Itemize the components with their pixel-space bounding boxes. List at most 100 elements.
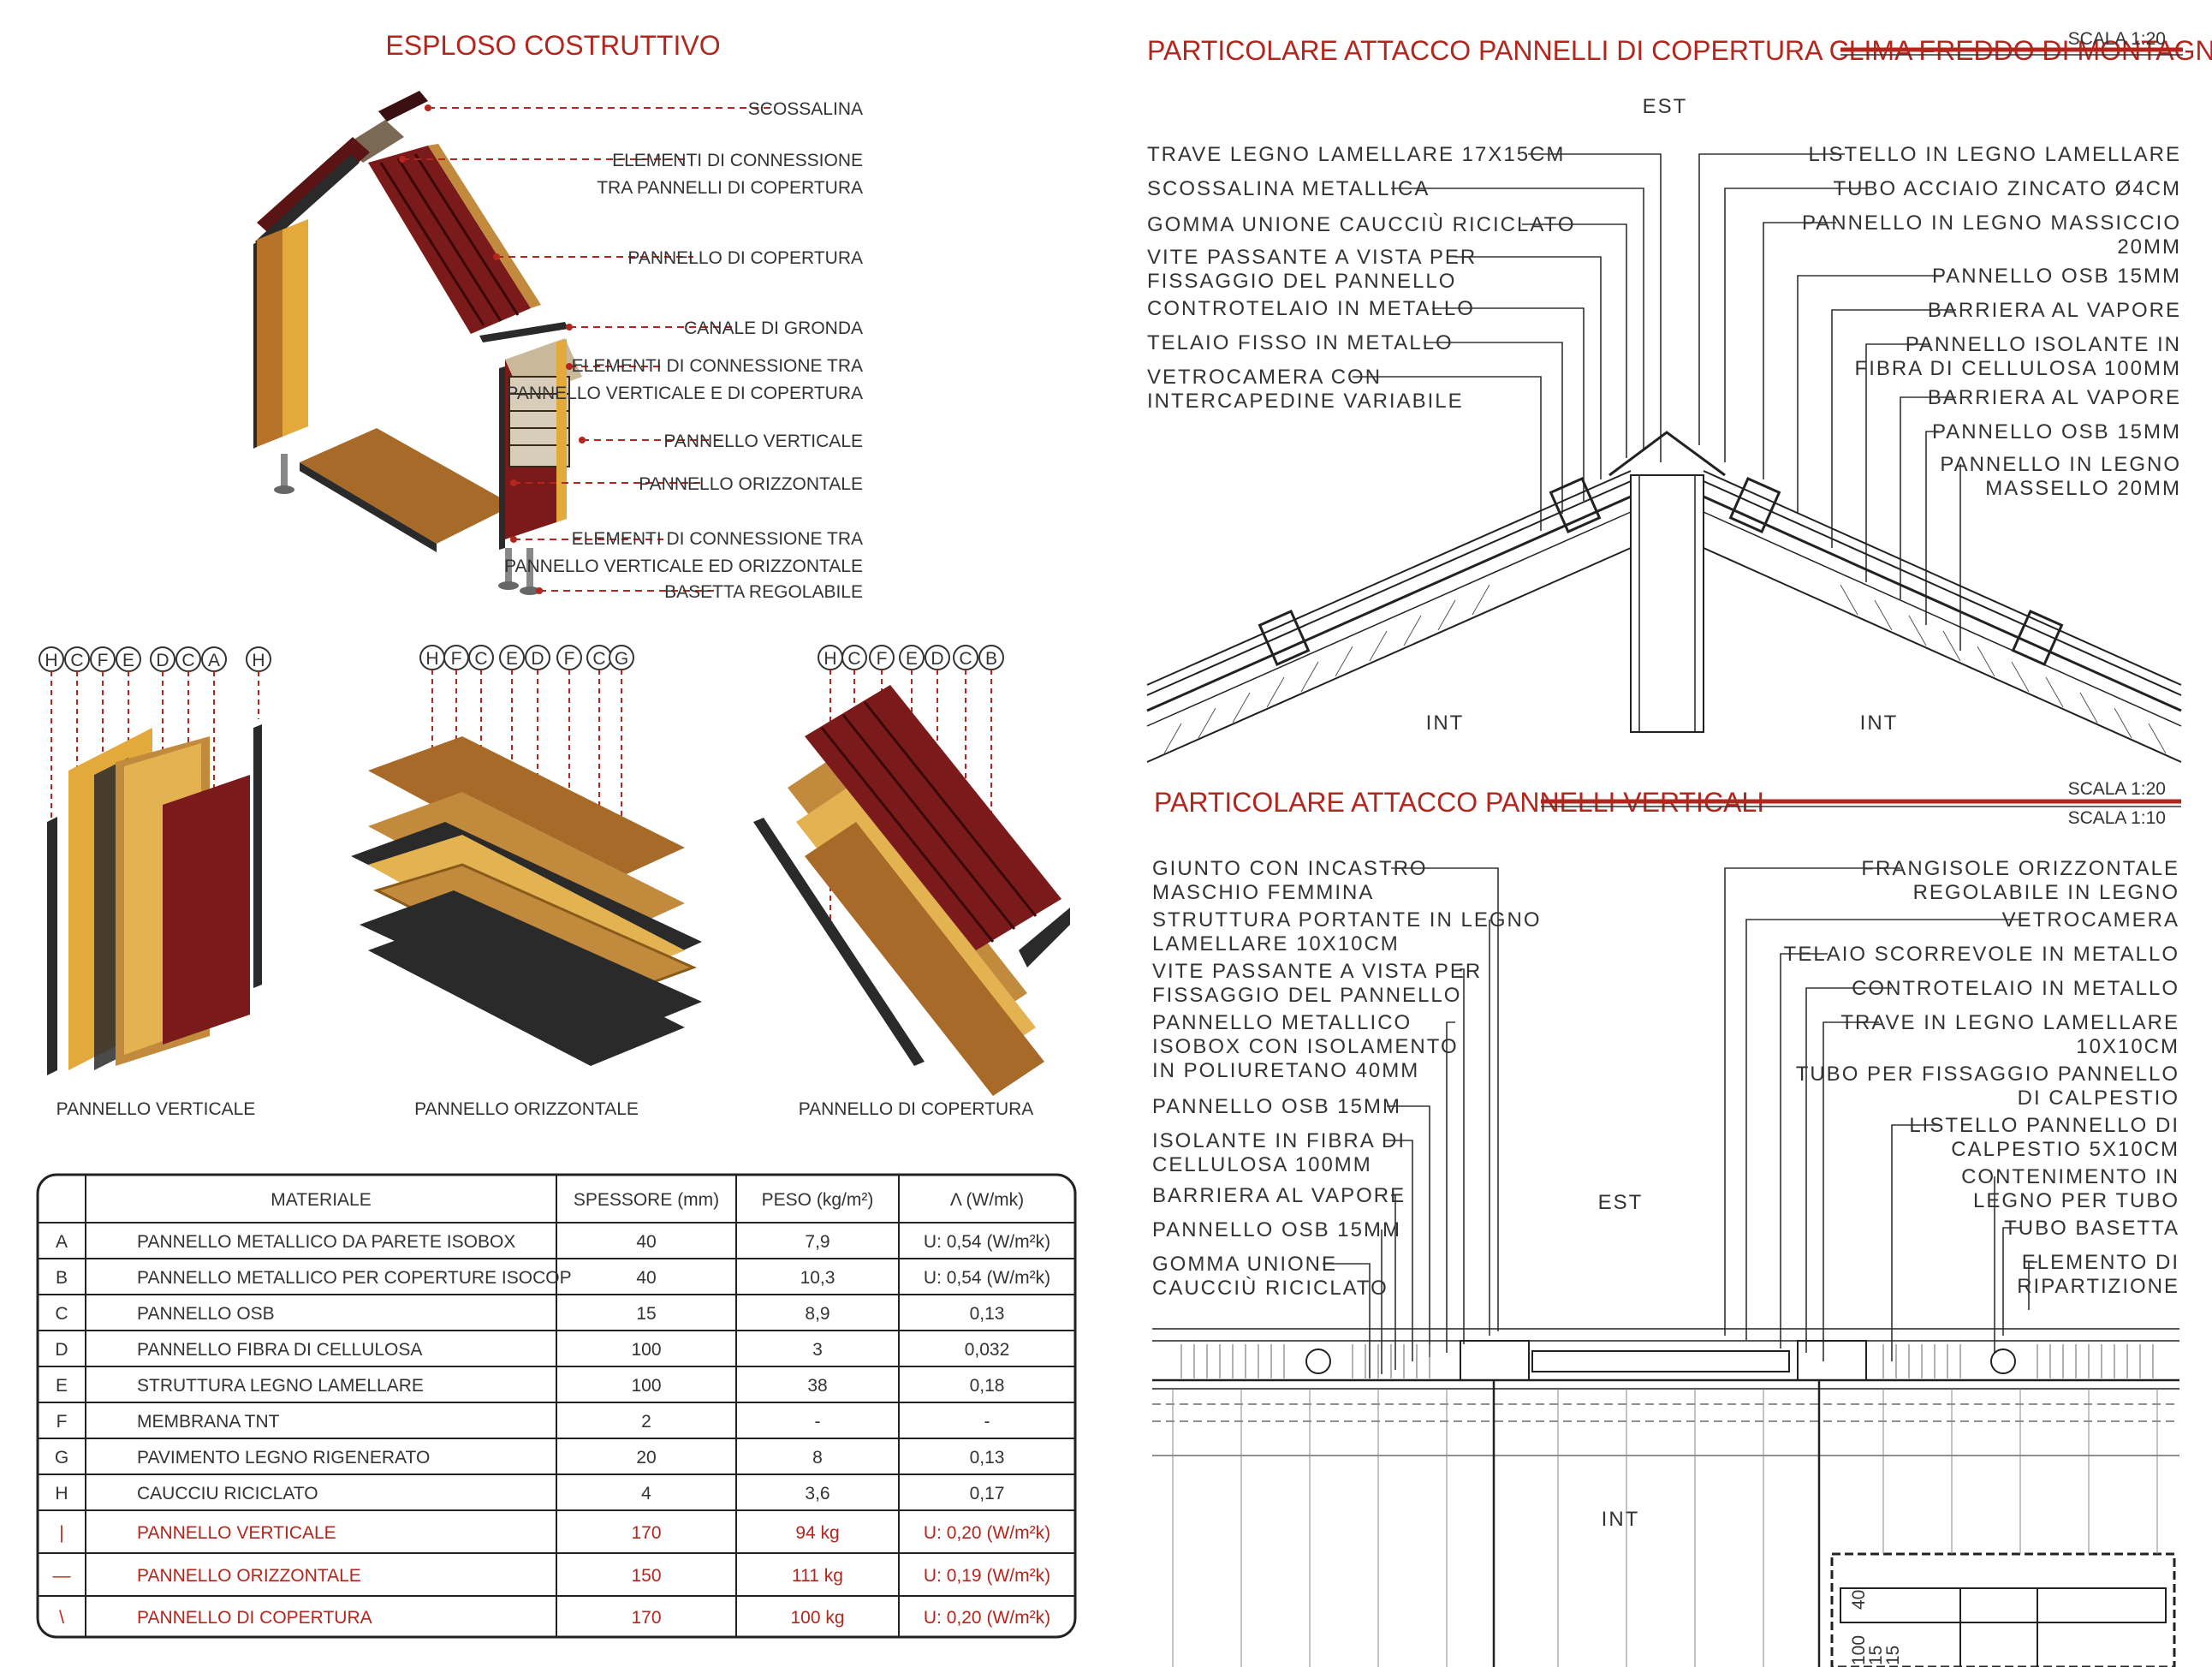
row-lambda: 0,17 [970,1484,1005,1503]
roof-insulation-hatch [1163,584,2167,754]
wall-est-label: EST [1598,1191,1644,1214]
wall-section-drawing [1152,1328,2179,1667]
svg-text:C: C [959,649,972,669]
svg-text:F: F [98,651,109,670]
exploded-title: ESPLOSO COSTRUTTIVO [385,30,720,61]
label-canale-gronda: CANALE DI GRONDA [684,319,863,338]
wall-grid-lines [1172,1389,2158,1667]
svg-text:INTERCAPEDINE VARIABILE: INTERCAPEDINE VARIABILE [1147,390,1464,413]
header-peso: PESO (kg/m²) [762,1190,874,1210]
row-code: — [53,1566,71,1586]
svg-text:H: H [425,649,438,669]
row-code: D [55,1340,68,1360]
materials-table: MATERIALE SPESSORE (mm) PESO (kg/m²) Λ (… [36,1173,1077,1639]
header-spessore: SPESSORE (mm) [574,1190,719,1210]
row-material: STRUTTURA LEGNO LAMELLARE [137,1376,424,1396]
row-material: PANNELLO DI COPERTURA [137,1608,372,1628]
panel-vertical-caption: PANNELLO VERTICALE [56,1099,256,1119]
row-thickness: 170 [631,1523,661,1543]
svg-text:CONTROTELAIO IN METALLO: CONTROTELAIO IN METALLO [1147,297,1475,320]
svg-text:GOMMA UNIONE CAUCCIÙ RICICLATO: GOMMA UNIONE CAUCCIÙ RICICLATO [1147,213,1575,236]
row-weight: 7,9 [805,1232,830,1252]
panel-horizontal-diagram: H F C E D F C G PANNELLO ORIZZON [351,645,702,1119]
label-pannello-orizzontale: PANNELLO ORIZZONTALE [639,474,863,494]
row-code: | [59,1523,63,1543]
row-material: MEMBRANA TNT [137,1412,280,1432]
roof-int-right: INT [1860,711,1899,735]
house-exploded-drawing [253,91,582,595]
row-thickness: 170 [631,1608,661,1628]
svg-text:PANNELLO OSB 15MM: PANNELLO OSB 15MM [1152,1218,1401,1241]
panel-layers: H C F E D C A H PANNELLO VERTICA [39,645,1070,1119]
row-lambda: U: 0,54 (W/m²k) [924,1232,1050,1252]
row-code: B [56,1268,68,1288]
row-lambda: U: 0,19 (W/m²k) [924,1566,1050,1586]
svg-text:GIUNTO CON INCASTRO: GIUNTO CON INCASTRO [1152,857,1428,880]
svg-text:TUBO PER FISSAGGIO PANNELLO: TUBO PER FISSAGGIO PANNELLO [1796,1063,2179,1086]
row-code: E [56,1376,68,1396]
row-weight: 8 [812,1448,823,1468]
panel-roof-diagram: H C F E D C B PANNELLO DI [753,645,1070,1119]
panel-vertical-letters: H C F E D C A H [39,646,271,672]
svg-text:TRAVE IN LEGNO LAMELLARE: TRAVE IN LEGNO LAMELLARE [1840,1011,2179,1034]
header-lambda: Λ (W/mk) [950,1190,1024,1210]
svg-text:40: 40 [1849,1590,1869,1610]
roof-detail-scale: SCALA 1:20 [2068,29,2166,49]
svg-text:PANNELLO IN LEGNO: PANNELLO IN LEGNO [1940,453,2181,476]
panel-horizontal-caption: PANNELLO ORIZZONTALE [414,1099,639,1119]
wall-dimensions: 40 100 15 15 [1849,1590,1903,1665]
panel-vertical-diagram: H C F E D C A H PANNELLO VERTICA [39,646,271,1119]
row-code: F [56,1412,68,1432]
svg-text:CONTENIMENTO IN: CONTENIMENTO IN [1961,1165,2179,1188]
label-connessione-vert-cop-2: PANNELLO VERTICALE E DI COPERTURA [506,384,863,403]
row-material: PANNELLO METALLICO PER COPERTURE ISOCOP [137,1268,572,1288]
svg-text:E: E [506,649,518,669]
svg-text:MASCHIO FEMMINA: MASCHIO FEMMINA [1152,881,1374,904]
svg-text:ISOBOX CON ISOLAMENTO: ISOBOX CON ISOLAMENTO [1152,1035,1459,1058]
row-material: PANNELLO OSB [137,1304,275,1324]
svg-text:CALPESTIO 5X10CM: CALPESTIO 5X10CM [1951,1138,2179,1161]
svg-text:BARRIERA AL VAPORE: BARRIERA AL VAPORE [1152,1184,1406,1207]
row-lambda: U: 0,20 (W/m²k) [924,1523,1050,1543]
row-code: A [56,1232,68,1252]
svg-text:VETROCAMERA CON: VETROCAMERA CON [1147,366,1382,389]
svg-text:BARRIERA AL VAPORE: BARRIERA AL VAPORE [1928,299,2181,322]
row-lambda: 0,032 [965,1340,1010,1360]
row-material: CAUCCIU RICICLATO [137,1484,318,1503]
svg-text:10X10CM: 10X10CM [2076,1035,2179,1058]
row-code: C [55,1304,68,1324]
table-row: B PANNELLO METALLICO PER COPERTURE ISOCOP… [56,1268,1050,1288]
svg-text:C: C [474,649,487,669]
svg-text:LISTELLO PANNELLO DI: LISTELLO PANNELLO DI [1909,1114,2179,1137]
label-connessione-vert-oriz-1: ELEMENTI DI CONNESSIONE TRA [572,529,863,549]
svg-text:CONTROTELAIO IN METALLO: CONTROTELAIO IN METALLO [1852,977,2179,1000]
svg-text:C: C [70,651,83,670]
header-materiale: MATERIALE [271,1190,371,1210]
row-lambda: 0,13 [970,1304,1005,1324]
svg-text:PANNELLO ISOLANTE IN: PANNELLO ISOLANTE IN [1906,333,2181,356]
svg-text:F: F [564,649,575,669]
row-weight: 8,9 [805,1304,830,1324]
svg-text:CELLULOSA 100MM: CELLULOSA 100MM [1152,1153,1372,1176]
svg-text:PANNELLO METALLICO: PANNELLO METALLICO [1152,1011,1412,1034]
label-connessione-copertura-2: TRA PANNELLI DI COPERTURA [597,178,863,198]
row-weight: 3,6 [805,1484,830,1503]
exploded-leader-lines [402,107,770,592]
svg-text:C: C [181,651,194,670]
svg-text:VETROCAMERA: VETROCAMERA [2002,908,2179,932]
svg-text:F: F [451,649,462,669]
label-pannello-copertura: PANNELLO DI COPERTURA [627,248,863,268]
label-pannello-verticale: PANNELLO VERTICALE [663,432,863,451]
row-material: PANNELLO FIBRA DI CELLULOSA [137,1340,422,1360]
row-lambda: 0,18 [970,1376,1005,1396]
svg-text:15: 15 [1866,1646,1886,1665]
svg-text:PANNELLO IN LEGNO MASSICCIO: PANNELLO IN LEGNO MASSICCIO [1802,211,2181,235]
row-weight: 3 [812,1340,823,1360]
row-material: PANNELLO ORIZZONTALE [137,1566,361,1586]
